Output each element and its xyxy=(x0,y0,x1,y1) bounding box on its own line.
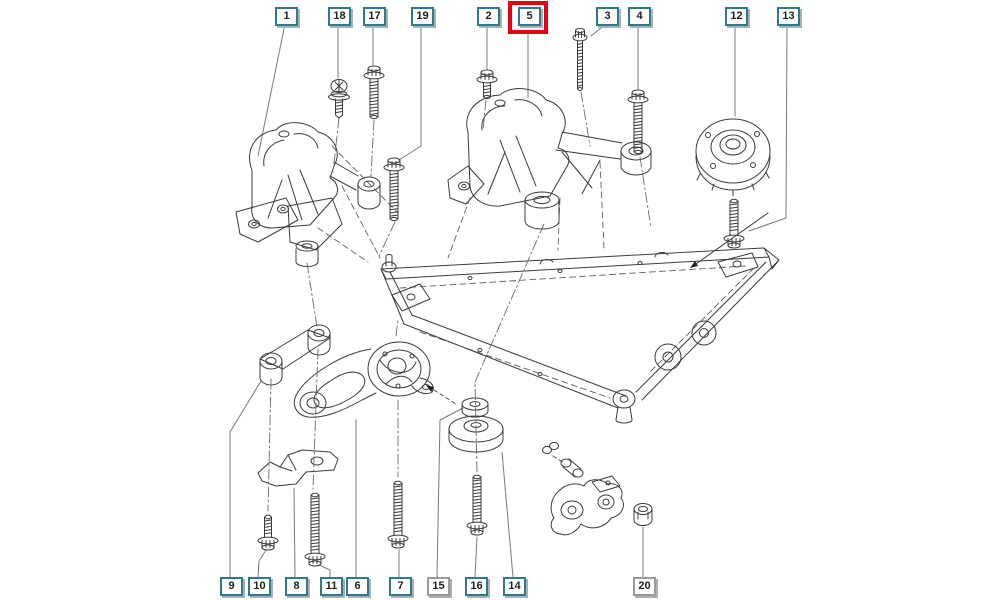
highlight-box xyxy=(508,1,548,34)
bolt-19 xyxy=(383,157,405,222)
callout-17[interactable]: 17 xyxy=(363,7,386,26)
leader-13 xyxy=(748,23,788,232)
leader-9 xyxy=(229,380,262,578)
rear-link-assembly xyxy=(542,441,624,536)
bolt-13 xyxy=(723,198,745,249)
bolt-11 xyxy=(304,492,326,567)
bolt-16 xyxy=(466,474,488,536)
leader-3 xyxy=(590,23,607,37)
left-engine-mount xyxy=(235,122,381,268)
bolt-3 xyxy=(572,28,588,92)
washer xyxy=(461,397,489,418)
pointer-arrows xyxy=(426,212,769,405)
callout-1[interactable]: 1 xyxy=(275,7,298,26)
callout-15[interactable]: 15 xyxy=(427,577,450,596)
callout-4[interactable]: 4 xyxy=(628,7,651,26)
leader-14 xyxy=(501,451,514,578)
leader-15 xyxy=(436,407,464,578)
callout-2[interactable]: 2 xyxy=(477,7,500,26)
torque-rod xyxy=(293,319,434,418)
leader-lines xyxy=(229,23,788,578)
bolt-18 xyxy=(328,79,350,119)
callout-19[interactable]: 19 xyxy=(411,7,434,26)
callout-6[interactable]: 6 xyxy=(346,577,369,596)
callout-12[interactable]: 12 xyxy=(725,7,748,26)
callout-3[interactable]: 3 xyxy=(596,7,619,26)
callout-18[interactable]: 18 xyxy=(328,7,351,26)
callout-20[interactable]: 20 xyxy=(633,577,656,596)
explosion-guides xyxy=(267,91,652,512)
round-torque-mount xyxy=(695,118,771,197)
cap-nut xyxy=(633,503,653,526)
support-bracket xyxy=(257,449,339,487)
callout-16[interactable]: 16 xyxy=(465,577,488,596)
bolt-7 xyxy=(387,480,409,549)
leader-19 xyxy=(398,23,422,161)
bolt-2 xyxy=(476,69,498,100)
callout-7[interactable]: 7 xyxy=(389,577,412,596)
bolt-set xyxy=(257,28,745,567)
callout-13[interactable]: 13 xyxy=(777,7,800,26)
subframe-cradle xyxy=(380,247,780,424)
callout-11[interactable]: 11 xyxy=(320,577,343,596)
center-engine-mount xyxy=(447,88,652,230)
link-bracket xyxy=(259,324,331,386)
leader-11 xyxy=(318,564,331,578)
bolt-10 xyxy=(257,514,279,551)
leader-8 xyxy=(293,487,296,578)
callout-9[interactable]: 9 xyxy=(220,577,243,596)
callout-5[interactable]: 5 xyxy=(518,7,541,26)
bolt-17 xyxy=(363,65,385,120)
callout-10[interactable]: 10 xyxy=(248,577,271,596)
callout-8[interactable]: 8 xyxy=(285,577,308,596)
callout-14[interactable]: 14 xyxy=(503,577,526,596)
leader-16 xyxy=(474,536,478,578)
leader-10 xyxy=(257,549,267,578)
bolt-4 xyxy=(627,89,649,155)
